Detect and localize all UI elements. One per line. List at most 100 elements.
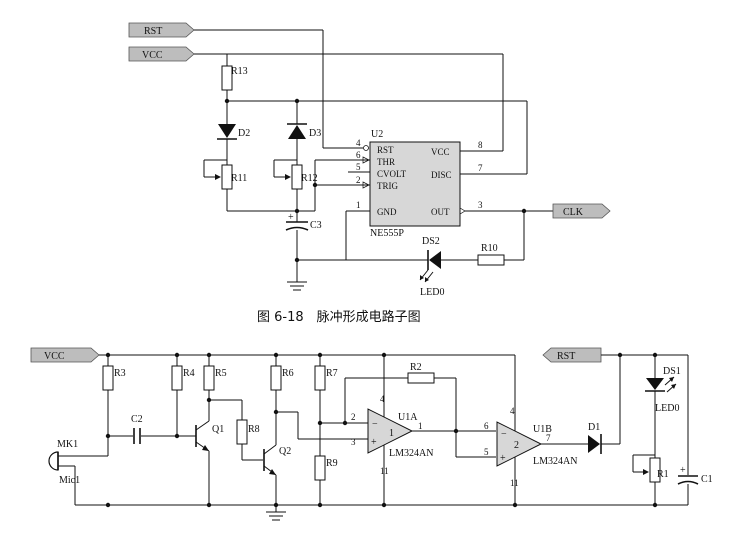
svg-text:R9: R9	[326, 458, 338, 469]
ds1-led: DS1 LED0	[645, 366, 681, 414]
svg-text:VCC: VCC	[44, 351, 65, 362]
svg-text:D1: D1	[588, 422, 600, 433]
ne555-chip: U2 NE555P RST THR CVOLT TRIG GND VCC DIS…	[348, 129, 483, 239]
u1a-opamp: − + 2 3 1 U1A LM324AN 1 4 11	[351, 394, 433, 476]
svg-text:+: +	[500, 453, 506, 464]
svg-text:LED0: LED0	[655, 403, 679, 414]
svg-text:2: 2	[514, 440, 519, 451]
svg-text:R10: R10	[481, 243, 498, 254]
svg-text:4: 4	[510, 406, 515, 416]
r5-resistor: R5	[203, 365, 227, 391]
svg-text:C3: C3	[310, 220, 322, 231]
svg-text:R6: R6	[282, 368, 294, 379]
d2-diode: D2	[217, 124, 250, 140]
svg-text:D3: D3	[309, 128, 321, 139]
svg-text:−: −	[372, 419, 378, 430]
c1-capacitor: + C1	[677, 465, 713, 485]
svg-text:Mic1: Mic1	[59, 475, 80, 486]
r13-resistor: R13	[221, 65, 248, 91]
svg-text:7: 7	[478, 163, 483, 173]
svg-text:5: 5	[484, 447, 489, 457]
svg-text:−: −	[501, 429, 507, 440]
svg-text:2: 2	[351, 412, 356, 422]
svg-text:RST: RST	[557, 351, 575, 362]
top-clk-port[interactable]: CLK	[552, 203, 611, 219]
svg-text:R12: R12	[301, 173, 318, 184]
svg-text:1: 1	[356, 200, 361, 210]
r1-potentiometer: R1	[632, 454, 669, 483]
svg-text:OUT: OUT	[431, 207, 450, 217]
svg-text:C2: C2	[131, 414, 143, 425]
svg-text:DISC: DISC	[431, 170, 452, 180]
svg-text:8: 8	[478, 140, 483, 150]
svg-text:CLK: CLK	[563, 207, 584, 218]
q1-transistor: Q1	[194, 420, 224, 452]
svg-text:U2: U2	[371, 129, 383, 140]
svg-text:DS2: DS2	[422, 236, 440, 247]
svg-text:RST: RST	[144, 26, 162, 37]
d1-diode: D1	[588, 422, 602, 454]
svg-text:+: +	[371, 437, 377, 448]
svg-text:NE555P: NE555P	[370, 228, 404, 239]
q2-transistor: Q2	[263, 444, 291, 476]
svg-text:1: 1	[418, 421, 423, 431]
svg-text:D2: D2	[238, 128, 250, 139]
svg-text:5: 5	[356, 162, 361, 172]
r7-resistor: R7	[314, 365, 338, 391]
svg-text:TRIG: TRIG	[377, 181, 398, 191]
svg-text:R1: R1	[657, 469, 669, 480]
svg-text:RST: RST	[377, 145, 394, 155]
r10-resistor: R10	[477, 243, 505, 266]
svg-text:Q2: Q2	[279, 446, 291, 457]
svg-text:R8: R8	[248, 424, 260, 435]
mk1-microphone: MK1 Mic1	[48, 439, 80, 486]
svg-text:U1A: U1A	[398, 412, 418, 423]
svg-text:VCC: VCC	[431, 147, 450, 157]
svg-text:MK1: MK1	[57, 439, 78, 450]
u1b-opamp: − + 6 5 2 U1B LM324AN 7 4 11	[484, 406, 577, 488]
top-ground	[287, 281, 307, 291]
svg-text:R2: R2	[410, 362, 422, 373]
bottom-vcc-port[interactable]: VCC	[30, 347, 100, 363]
r11-potentiometer: R11	[203, 159, 247, 190]
svg-text:R13: R13	[231, 66, 248, 77]
r2-resistor: R2	[407, 362, 435, 384]
svg-text:Q1: Q1	[212, 424, 224, 435]
svg-text:LM324AN: LM324AN	[533, 456, 577, 467]
figure-caption: 图 6-18 脉冲形成电路子图	[257, 309, 421, 325]
svg-text:1: 1	[389, 428, 394, 439]
svg-text:CVOLT: CVOLT	[377, 169, 407, 179]
svg-text:+: +	[288, 212, 294, 223]
svg-text:7: 7	[546, 433, 551, 443]
r12-potentiometer: R12	[273, 159, 318, 190]
c3-capacitor: + C3	[285, 212, 322, 231]
svg-text:C1: C1	[701, 474, 713, 485]
svg-text:LM324AN: LM324AN	[389, 448, 433, 459]
bottom-ground	[266, 505, 286, 521]
svg-text:6: 6	[484, 421, 489, 431]
svg-text:LED0: LED0	[420, 287, 444, 298]
svg-text:R3: R3	[114, 368, 126, 379]
top-circuit: RST VCC R13 D2	[128, 22, 611, 298]
svg-text:R11: R11	[231, 173, 247, 184]
bottom-rst-port[interactable]: RST	[542, 347, 602, 363]
top-vcc-port[interactable]: VCC	[128, 46, 195, 62]
svg-text:2: 2	[356, 175, 361, 185]
svg-text:THR: THR	[377, 157, 395, 167]
svg-text:R4: R4	[183, 368, 195, 379]
svg-text:6: 6	[356, 150, 361, 160]
ds2-led: DS2 LED0	[419, 236, 444, 298]
c2-capacitor: C2	[131, 414, 143, 444]
bottom-circuit: VCC MK1 Mic1	[30, 347, 713, 521]
svg-text:3: 3	[478, 200, 483, 210]
svg-text:R5: R5	[215, 368, 227, 379]
svg-text:R7: R7	[326, 368, 338, 379]
r6-resistor: R6	[270, 365, 294, 391]
svg-text:3: 3	[351, 437, 356, 447]
svg-text:DS1: DS1	[663, 366, 681, 377]
svg-text:11: 11	[510, 478, 519, 488]
svg-text:4: 4	[380, 394, 385, 404]
top-rst-port[interactable]: RST	[128, 22, 195, 38]
r8-resistor: R8	[236, 419, 260, 445]
